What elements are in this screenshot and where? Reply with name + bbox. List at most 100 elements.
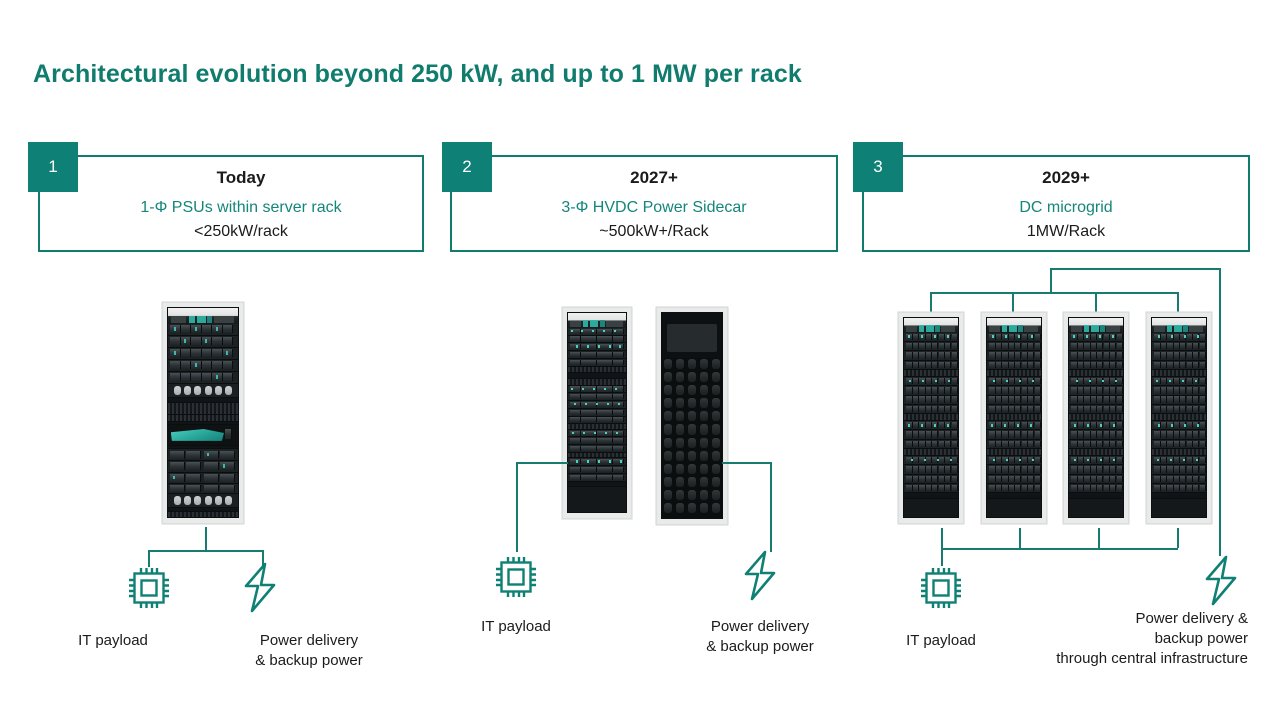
battery-module: [688, 437, 696, 448]
battery-module: [664, 372, 673, 383]
battery-module: [688, 385, 696, 396]
rack-chassis: [1151, 317, 1207, 518]
stage-1-title: Today: [216, 168, 266, 187]
battery-module: [688, 424, 696, 435]
stage-1-value: <250kW/rack: [194, 223, 288, 240]
battery-module: [664, 463, 673, 474]
battery-module: [688, 502, 696, 513]
rack-body: [987, 332, 1041, 517]
battery-module: [664, 411, 673, 422]
lightning-bolt-icon: [238, 561, 282, 615]
connector-stage3-bstub-1: [941, 528, 943, 548]
connector-stage3-top-drop: [1050, 268, 1052, 292]
psu-module-row-lower: [168, 493, 238, 509]
stage-3-title: 2029+: [1042, 168, 1090, 187]
server-rack-stage3-3: [1063, 312, 1129, 524]
stage-3-power-caption: Power delivery & backup power through ce…: [1056, 610, 1248, 667]
server-rack-stage3-2: [981, 312, 1047, 524]
battery-module: [711, 476, 720, 487]
sidecar-control-panel: [667, 324, 717, 352]
battery-module: [711, 424, 720, 435]
battery-module: [688, 463, 696, 474]
battery-module: [676, 489, 685, 500]
page-title: Architectural evolution beyond 250 kW, a…: [33, 60, 802, 88]
connector-stage3-stub-1: [930, 292, 932, 314]
stage-3-badge-number: 3: [873, 157, 883, 176]
battery-module: [676, 450, 685, 461]
stage-2-value: ~500kW+/Rack: [599, 223, 709, 240]
rack-top-controller: [904, 318, 958, 333]
battery-module: [676, 385, 685, 396]
battery-module: [711, 489, 720, 500]
rack-body: [568, 327, 626, 512]
rack-top-controller: [168, 308, 238, 324]
cpu-icon: [491, 552, 541, 602]
battery-module: [699, 372, 708, 383]
battery-module: [699, 502, 708, 513]
psu-module-row: [168, 383, 238, 399]
battery-module: [688, 372, 696, 383]
sidecar-chassis: [661, 312, 723, 519]
battery-module: [711, 411, 720, 422]
stage-card-3: 2029+ DC microgrid 1MW/Rack: [862, 155, 1250, 252]
stage-2-title: 2027+: [630, 168, 678, 187]
cpu-icon: [124, 563, 174, 613]
stage-3-it-caption: IT payload: [906, 632, 976, 649]
rack-chassis: [567, 312, 627, 513]
lightning-bolt-icon: [738, 549, 782, 603]
battery-module: [711, 437, 720, 448]
battery-module: [699, 489, 708, 500]
stage-1-badge-number: 1: [48, 157, 58, 176]
battery-module: [664, 385, 673, 396]
stage-2-badge-number: 2: [462, 157, 472, 176]
rack-top-controller: [987, 318, 1041, 333]
stage-1-it-caption: IT payload: [78, 632, 148, 649]
battery-module: [664, 476, 673, 487]
battery-module: [664, 424, 673, 435]
connector-stage1-right: [262, 550, 264, 567]
stage-3-value: 1MW/Rack: [1026, 223, 1106, 240]
connector-stage2-pw-v: [770, 462, 772, 552]
battery-module: [711, 463, 720, 474]
network-switch-module: [168, 425, 238, 446]
connector-stage1-trunk: [205, 527, 207, 551]
rack-chassis: [1068, 317, 1124, 518]
battery-module: [664, 502, 673, 513]
battery-module: [676, 372, 685, 383]
connector-stage2-it-h: [516, 462, 568, 464]
battery-module: [676, 502, 685, 513]
rack-top-controller: [1152, 318, 1206, 333]
battery-module: [676, 411, 685, 422]
stage-card-1: Today 1-Φ PSUs within server rack <250kW…: [38, 155, 424, 252]
battery-module: [688, 476, 696, 487]
server-rack-stage1: [162, 302, 244, 524]
battery-module: [664, 489, 673, 500]
battery-sidecar-stage2: [656, 307, 728, 525]
battery-module: [699, 476, 708, 487]
stage-2-badge: 2: [442, 142, 492, 192]
battery-module: [699, 463, 708, 474]
battery-module: [688, 411, 696, 422]
connector-stage2-pw-h: [722, 462, 772, 464]
connector-stage3-stub-3: [1095, 292, 1097, 314]
server-rack-stage3-1: [898, 312, 964, 524]
battery-module: [699, 424, 708, 435]
connector-stage2-it-v: [516, 462, 518, 552]
server-rack-stage2: [562, 307, 632, 519]
connector-stage3-bstub-2: [1019, 528, 1021, 548]
battery-module: [699, 437, 708, 448]
battery-module: [688, 489, 696, 500]
battery-module: [688, 359, 696, 370]
connector-stage3-bstub-3: [1098, 528, 1100, 548]
rack-body: [904, 332, 958, 517]
battery-module: [676, 437, 685, 448]
connector-stage1-bus: [148, 550, 263, 552]
battery-module: [711, 385, 720, 396]
connector-stage3-bottom-bus: [941, 548, 1178, 550]
rack-body: [168, 323, 238, 517]
battery-module: [699, 359, 708, 370]
battery-module: [664, 450, 673, 461]
battery-module-grid: [664, 359, 720, 513]
battery-module: [664, 437, 673, 448]
stage-2-power-caption: Power delivery & backup power: [706, 618, 814, 655]
